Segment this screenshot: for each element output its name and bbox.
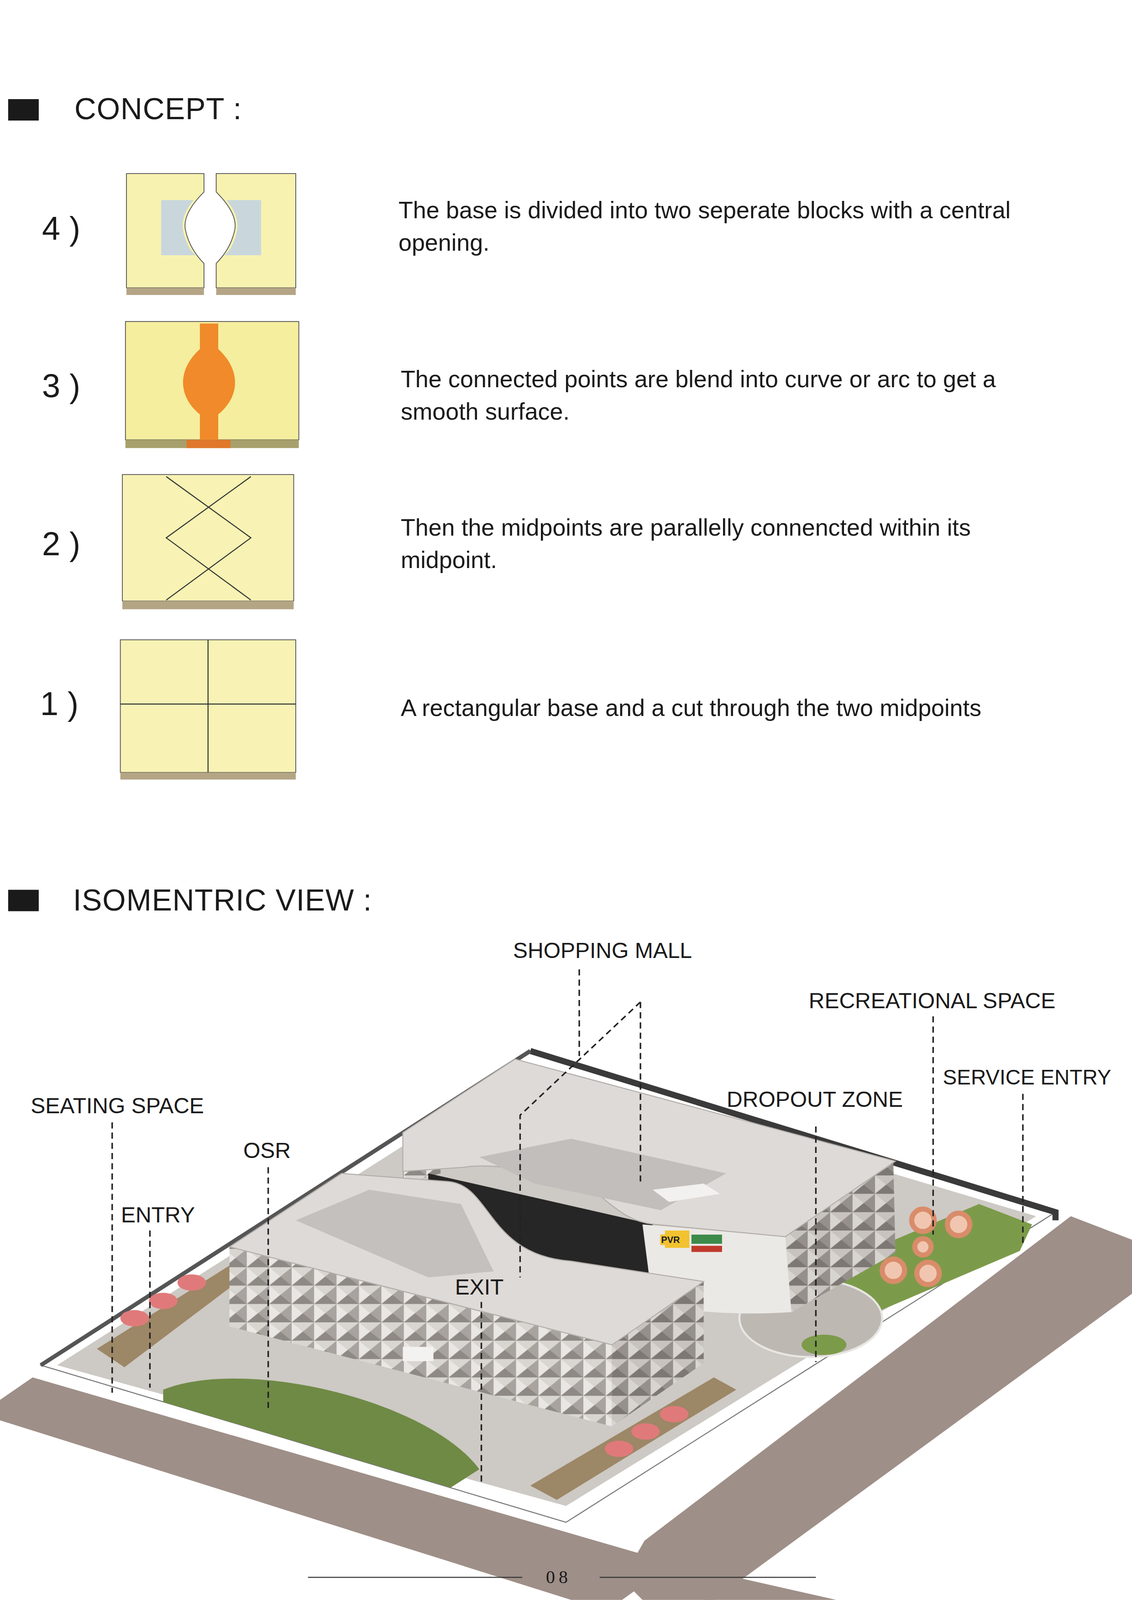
concept-sketch xyxy=(224,199,262,256)
step-description: Then the midpoints are parallelly connen… xyxy=(400,511,1049,577)
site-plinth xyxy=(40,1050,1056,1522)
callout-label: SHOPPING MALL xyxy=(513,937,692,963)
heading-marker xyxy=(8,889,39,912)
concept-sketch xyxy=(125,439,299,448)
callout-label: EXIT xyxy=(455,1273,504,1300)
heading-marker xyxy=(8,99,39,911)
leader-line xyxy=(932,1016,934,1235)
leader-line xyxy=(480,1301,483,1484)
section-heading: CONCEPT : xyxy=(74,91,242,127)
leader-line xyxy=(519,1001,641,1277)
leader-line xyxy=(1021,1093,1024,1247)
concept-sketch xyxy=(120,772,296,780)
recreational-pool xyxy=(947,1212,970,1236)
concept-sketch xyxy=(120,639,296,772)
shopping-mall-block xyxy=(652,1183,720,1202)
callout-label: RECREATIONAL SPACE xyxy=(808,987,1056,1013)
umbrella xyxy=(120,1273,689,1457)
recreational-pool xyxy=(917,1261,940,1284)
shopping-mall-block xyxy=(403,1346,434,1361)
recreational-pool xyxy=(914,1238,932,1255)
leader-line xyxy=(578,969,580,1056)
callout-label: ENTRY xyxy=(120,1201,195,1227)
recreational-pool xyxy=(882,1258,905,1281)
page-rule xyxy=(308,1576,523,1578)
shopping-mall-block xyxy=(691,1234,723,1244)
recreational-pool xyxy=(911,1208,934,1232)
shopping-mall-block xyxy=(479,1138,727,1210)
page-rule xyxy=(599,1576,817,1578)
shopping-mall-block xyxy=(691,1245,723,1252)
callout-label: SERVICE ENTRY xyxy=(943,1064,1112,1090)
leader-line xyxy=(267,1166,269,1408)
callout-label: SEATING SPACE xyxy=(30,1092,205,1118)
page-number: 08 xyxy=(545,1566,572,1588)
concept-sketch xyxy=(122,474,294,609)
sign-text: PVR xyxy=(660,1234,681,1245)
shopping-mall-block xyxy=(229,1173,704,1426)
road xyxy=(673,1562,837,1599)
concept-sketch xyxy=(216,173,296,288)
step-number: 1 ) xyxy=(40,684,79,723)
leader-line xyxy=(111,1121,113,1393)
concept-sketch xyxy=(216,287,296,295)
concept-sketch xyxy=(120,703,296,705)
concept-sketch xyxy=(126,173,296,295)
concept-sketch xyxy=(161,199,196,256)
seating-strip xyxy=(96,1260,249,1367)
lawn xyxy=(162,1378,480,1488)
concept-sketch xyxy=(166,476,251,600)
dropoff-drive xyxy=(801,1334,847,1355)
concept-sketch xyxy=(207,639,209,772)
step-description: The base is divided into two seperate bl… xyxy=(398,193,1047,259)
concept-sketch xyxy=(166,476,251,600)
concept-sketch xyxy=(186,439,231,448)
site-plinth xyxy=(40,1050,1056,1522)
step-description: A rectangular base and a cut through the… xyxy=(400,691,1049,724)
concept-sketch xyxy=(122,600,294,609)
umbrella xyxy=(177,1273,207,1291)
concept-sketch xyxy=(120,639,296,780)
concept-sketch xyxy=(126,287,205,295)
umbrella xyxy=(604,1440,634,1457)
recreational-pool xyxy=(882,1208,970,1284)
shopping-mall-block xyxy=(295,1189,494,1277)
leader-line xyxy=(112,969,1023,1484)
step-number: 3 ) xyxy=(41,366,81,405)
step-description: The connected points are blend into curv… xyxy=(400,362,1049,428)
shopping-mall-block xyxy=(229,1173,704,1345)
step-number: 2 ) xyxy=(41,524,81,563)
umbrella xyxy=(660,1405,689,1422)
callout-label: OSR xyxy=(243,1137,291,1163)
concept-sketch xyxy=(125,321,299,440)
umbrella xyxy=(631,1422,661,1440)
concept-sketch xyxy=(125,321,299,448)
concept-sketch xyxy=(183,323,236,441)
section-heading: ISOMENTRIC VIEW : xyxy=(73,882,373,918)
callout-label: DROPOUT ZONE xyxy=(726,1086,903,1112)
leader-line xyxy=(815,1126,817,1362)
leader-line xyxy=(149,1230,151,1388)
heading-marker xyxy=(8,99,39,121)
concept-sketch xyxy=(122,474,294,601)
step-number: 4 ) xyxy=(41,209,81,248)
umbrella xyxy=(148,1292,178,1309)
concept-sketch xyxy=(126,173,205,288)
umbrella xyxy=(120,1309,150,1326)
leader-line xyxy=(639,1001,641,1184)
